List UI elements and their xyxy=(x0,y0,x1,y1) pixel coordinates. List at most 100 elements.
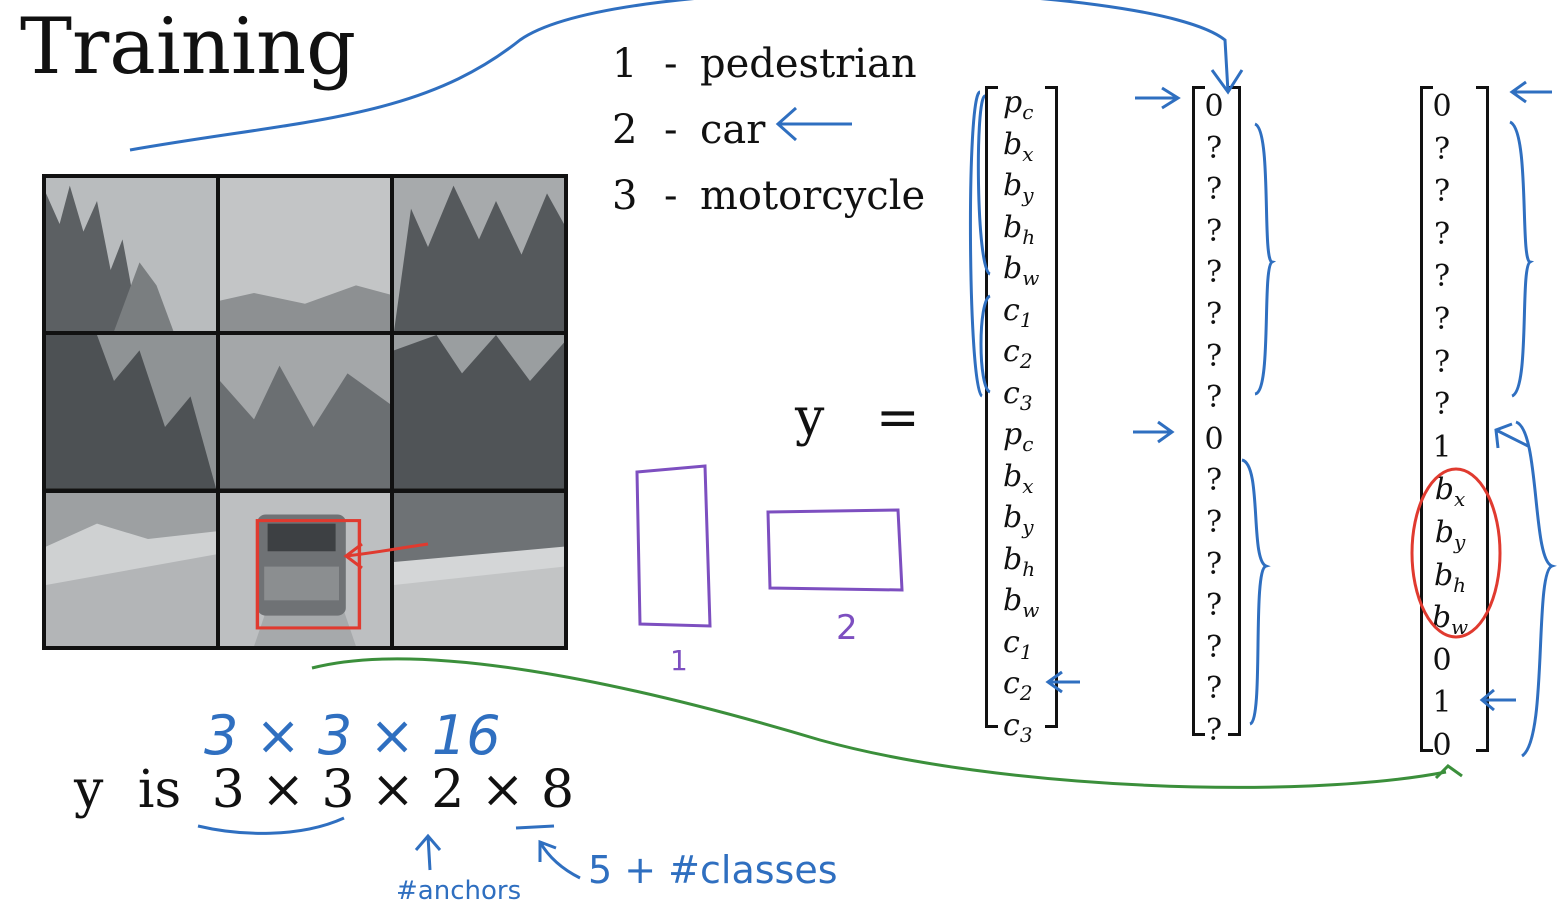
vector-a-value: ? xyxy=(1205,463,1223,499)
vector-label-subscript: h xyxy=(1022,224,1036,249)
image-grid xyxy=(42,174,568,650)
vector-label-entry: by xyxy=(1003,503,1034,539)
vector-label-base: b xyxy=(1003,168,1023,203)
vector-label-entry: c1 xyxy=(1003,292,1033,332)
vector-a-value: 0 xyxy=(1204,89,1224,124)
vector-label-base: p xyxy=(1003,417,1023,452)
vector-label-base: c xyxy=(1003,292,1020,328)
vector-label-entry: bh xyxy=(1003,209,1036,249)
vector-a-value: ? xyxy=(1205,588,1223,624)
vector-label-subscript: 1 xyxy=(1019,307,1033,332)
value-vector-a: 0???????0??????? xyxy=(1192,86,1242,746)
class-number: 3 xyxy=(612,173,638,219)
car-arrow-icon xyxy=(775,106,852,142)
class-dash: - xyxy=(664,173,678,219)
grid-cell-middle-left xyxy=(46,335,216,489)
dim-2: 3 xyxy=(321,760,355,820)
vector-b-value: ? xyxy=(1433,174,1451,210)
vector-label-entry: pc xyxy=(1003,417,1033,455)
vector-label-subscript: y xyxy=(1022,515,1034,539)
forest-image xyxy=(46,178,216,332)
arrow-icon xyxy=(1135,86,1181,110)
vector-label-subscript: w xyxy=(1022,598,1040,622)
vector-b-value: ? xyxy=(1433,216,1451,252)
class-item-pedestrian: 1-pedestrian xyxy=(612,44,917,84)
vector-label-entry: bw xyxy=(1003,254,1040,290)
vector-label-base: b xyxy=(1003,583,1023,618)
vector-label-base: b xyxy=(1003,541,1023,577)
vector-label-entry: c1 xyxy=(1003,624,1033,662)
anchor-box-1-label: 1 xyxy=(670,644,688,677)
vector-b-value: 1 xyxy=(1432,685,1452,721)
vector-label-base: c xyxy=(1003,375,1020,411)
class-number: 1 xyxy=(612,41,638,87)
dim-3: 2 xyxy=(431,760,465,820)
vector-label-entry: bx xyxy=(1003,461,1034,498)
brace-icon xyxy=(1253,122,1276,396)
grid-cell-bottom-center xyxy=(220,492,390,646)
brace-icon xyxy=(1515,420,1557,758)
underline-stroke xyxy=(197,816,345,835)
vector-a-value: ? xyxy=(1205,255,1223,291)
vector-b-value: 0 xyxy=(1432,728,1452,763)
class-number: 2 xyxy=(612,107,638,153)
vector-label-entry: c2 xyxy=(1003,669,1033,705)
class-name: car xyxy=(700,107,766,153)
road-image xyxy=(46,492,216,646)
arrow-icon xyxy=(1494,422,1529,449)
vector-a-value: ? xyxy=(1205,546,1223,582)
vector-a-value: ? xyxy=(1205,671,1223,707)
arrow-icon xyxy=(414,833,442,871)
class-dash: - xyxy=(664,107,678,153)
vector-label-base: c xyxy=(1003,707,1020,743)
vector-b-value: bw xyxy=(1431,600,1469,640)
vector-b-value: ? xyxy=(1433,302,1451,337)
brace-icon xyxy=(968,90,984,398)
anchors-note: #anchors xyxy=(396,876,522,906)
arrow-icon xyxy=(1133,420,1175,444)
vector-label-base: p xyxy=(1003,85,1023,120)
vector-b-value: ? xyxy=(1433,387,1451,423)
vector-a-value: ? xyxy=(1205,297,1223,332)
vector-b-value: ? xyxy=(1433,344,1451,380)
grid-cell-top-right xyxy=(394,178,564,332)
grid-cell-bottom-right xyxy=(394,492,564,646)
vector-label-subscript: x xyxy=(1022,141,1034,166)
car-image xyxy=(220,492,390,646)
vector-a-value: ? xyxy=(1205,505,1223,540)
vector-a-value: ? xyxy=(1205,172,1223,208)
vector-label-subscript: w xyxy=(1022,266,1040,290)
vector-label-entry: bw xyxy=(1003,583,1040,622)
vector-b-value: 0 xyxy=(1432,642,1452,678)
brace-icon xyxy=(1241,458,1271,726)
vector-label-subscript: 3 xyxy=(1019,390,1033,415)
left-bracket xyxy=(985,86,998,728)
classes-note: 5 + #classes xyxy=(588,848,838,892)
page-title: Training xyxy=(20,2,357,92)
right-bracket xyxy=(1476,86,1489,752)
class-name: motorcycle xyxy=(700,173,926,219)
vector-label-subscript: 2 xyxy=(1019,349,1033,373)
vector-label-subscript: 2 xyxy=(1019,681,1033,705)
dim-4: 8 xyxy=(540,760,575,820)
grid-cell-middle-right xyxy=(394,335,564,489)
vector-label-base: b xyxy=(1003,126,1023,162)
grid-cell-top-left xyxy=(46,178,216,332)
vector-label-subscript: x xyxy=(1022,473,1034,498)
vector-a-value: ? xyxy=(1205,380,1223,416)
vector-b-value: ? xyxy=(1433,131,1451,167)
vector-label-base: b xyxy=(1003,209,1023,245)
vector-label-base: c xyxy=(1003,624,1020,660)
is-word: is xyxy=(137,760,182,820)
vector-b-value: 0 xyxy=(1432,89,1452,124)
forest-image xyxy=(394,178,564,332)
vector-label-entry: c3 xyxy=(1003,707,1033,745)
times-sign: × xyxy=(480,760,525,820)
vector-label-entry: c3 xyxy=(1003,375,1033,415)
vector-label-entry: by xyxy=(1003,168,1034,206)
arrow-icon xyxy=(538,839,581,880)
road-image xyxy=(394,492,564,646)
vector-b-value: by xyxy=(1434,515,1466,554)
anchor-box-1-shape xyxy=(635,464,712,628)
vector-a-value: 0 xyxy=(1204,421,1224,457)
